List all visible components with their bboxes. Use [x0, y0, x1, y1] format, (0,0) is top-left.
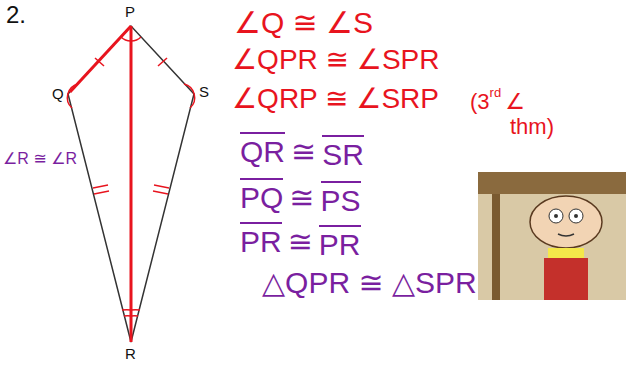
angle-arc	[122, 309, 131, 311]
tick-mark	[153, 191, 168, 194]
angle-arc	[124, 315, 131, 317]
segment-name: SR	[322, 135, 364, 171]
angle-arc	[121, 37, 131, 41]
segment-name: QR	[240, 132, 285, 168]
reason-note: ∠	[505, 90, 525, 114]
vertex-label: P	[125, 4, 135, 21]
cartoon-picture	[478, 172, 626, 300]
angle-statement: ∠QRP ≅ ∠SRP	[232, 84, 439, 115]
tick-mark	[95, 58, 104, 66]
tick-mark	[158, 58, 167, 66]
tick-mark	[154, 185, 169, 188]
segment-name: PQ	[240, 178, 283, 214]
kite-outline	[68, 26, 194, 342]
segment-name: PR	[240, 222, 282, 258]
segment-name: PR	[319, 225, 361, 261]
segment-name: PS	[321, 181, 361, 217]
problem-number: 2.	[6, 2, 26, 28]
angle-arc	[131, 309, 140, 311]
angle-statement: ∠R ≅ ∠R	[3, 150, 77, 168]
angle-statement: ∠Q ≅ ∠S	[234, 6, 373, 39]
vertex-label: S	[199, 84, 209, 101]
angle-arc	[67, 84, 78, 108]
angle-statement: ∠QPR ≅ ∠SPR	[232, 45, 439, 76]
congruence-sign: ≅	[289, 181, 314, 214]
side-pq-highlight	[70, 26, 131, 92]
reason-note: thm)	[510, 115, 554, 139]
angle-arc	[131, 37, 141, 41]
tick-mark	[93, 185, 108, 188]
tick-mark	[94, 191, 109, 194]
reason-note: (3	[470, 90, 490, 114]
angle-arc	[131, 315, 138, 317]
angle-arc	[184, 84, 195, 108]
congruence-sign: ≅	[291, 135, 316, 168]
congruence-sign: ≅	[288, 225, 313, 258]
diagonal-pr	[130, 26, 133, 342]
congruence-statement: △QPR ≅ △SPR	[262, 266, 477, 299]
vertex-label: Q	[52, 86, 64, 103]
vertex-label: R	[125, 346, 136, 363]
reason-note: rd	[490, 86, 502, 100]
